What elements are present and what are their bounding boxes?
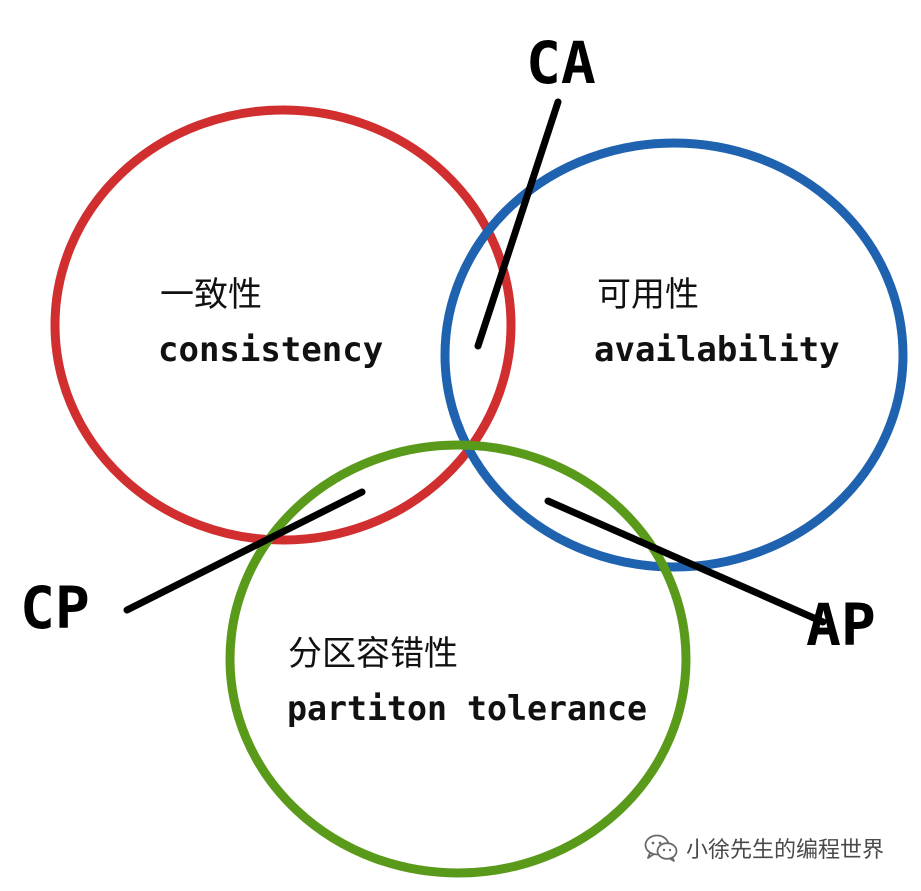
wechat-icon bbox=[644, 834, 678, 862]
partition-tolerance-label-en: partiton tolerance bbox=[287, 689, 647, 729]
partition-tolerance-circle bbox=[225, 440, 691, 878]
availability-circle bbox=[440, 138, 908, 572]
ap-pointer-line bbox=[544, 497, 827, 626]
availability-label-en: availability bbox=[594, 330, 840, 370]
consistency-label-zh: 一致性 bbox=[160, 275, 262, 315]
consistency-circle bbox=[50, 105, 516, 545]
cp-pointer-line bbox=[123, 488, 366, 614]
ca-label: CA bbox=[526, 29, 596, 97]
cp-label: CP bbox=[20, 574, 90, 642]
consistency-label-en: consistency bbox=[158, 330, 383, 370]
ca-pointer-line bbox=[474, 98, 562, 350]
watermark: 小徐先生的编程世界 bbox=[644, 832, 884, 864]
availability-label-zh: 可用性 bbox=[597, 275, 699, 315]
partition-tolerance-label-zh: 分区容错性 bbox=[288, 634, 458, 674]
ap-label: AP bbox=[806, 591, 876, 659]
watermark-text: 小徐先生的编程世界 bbox=[686, 838, 885, 863]
